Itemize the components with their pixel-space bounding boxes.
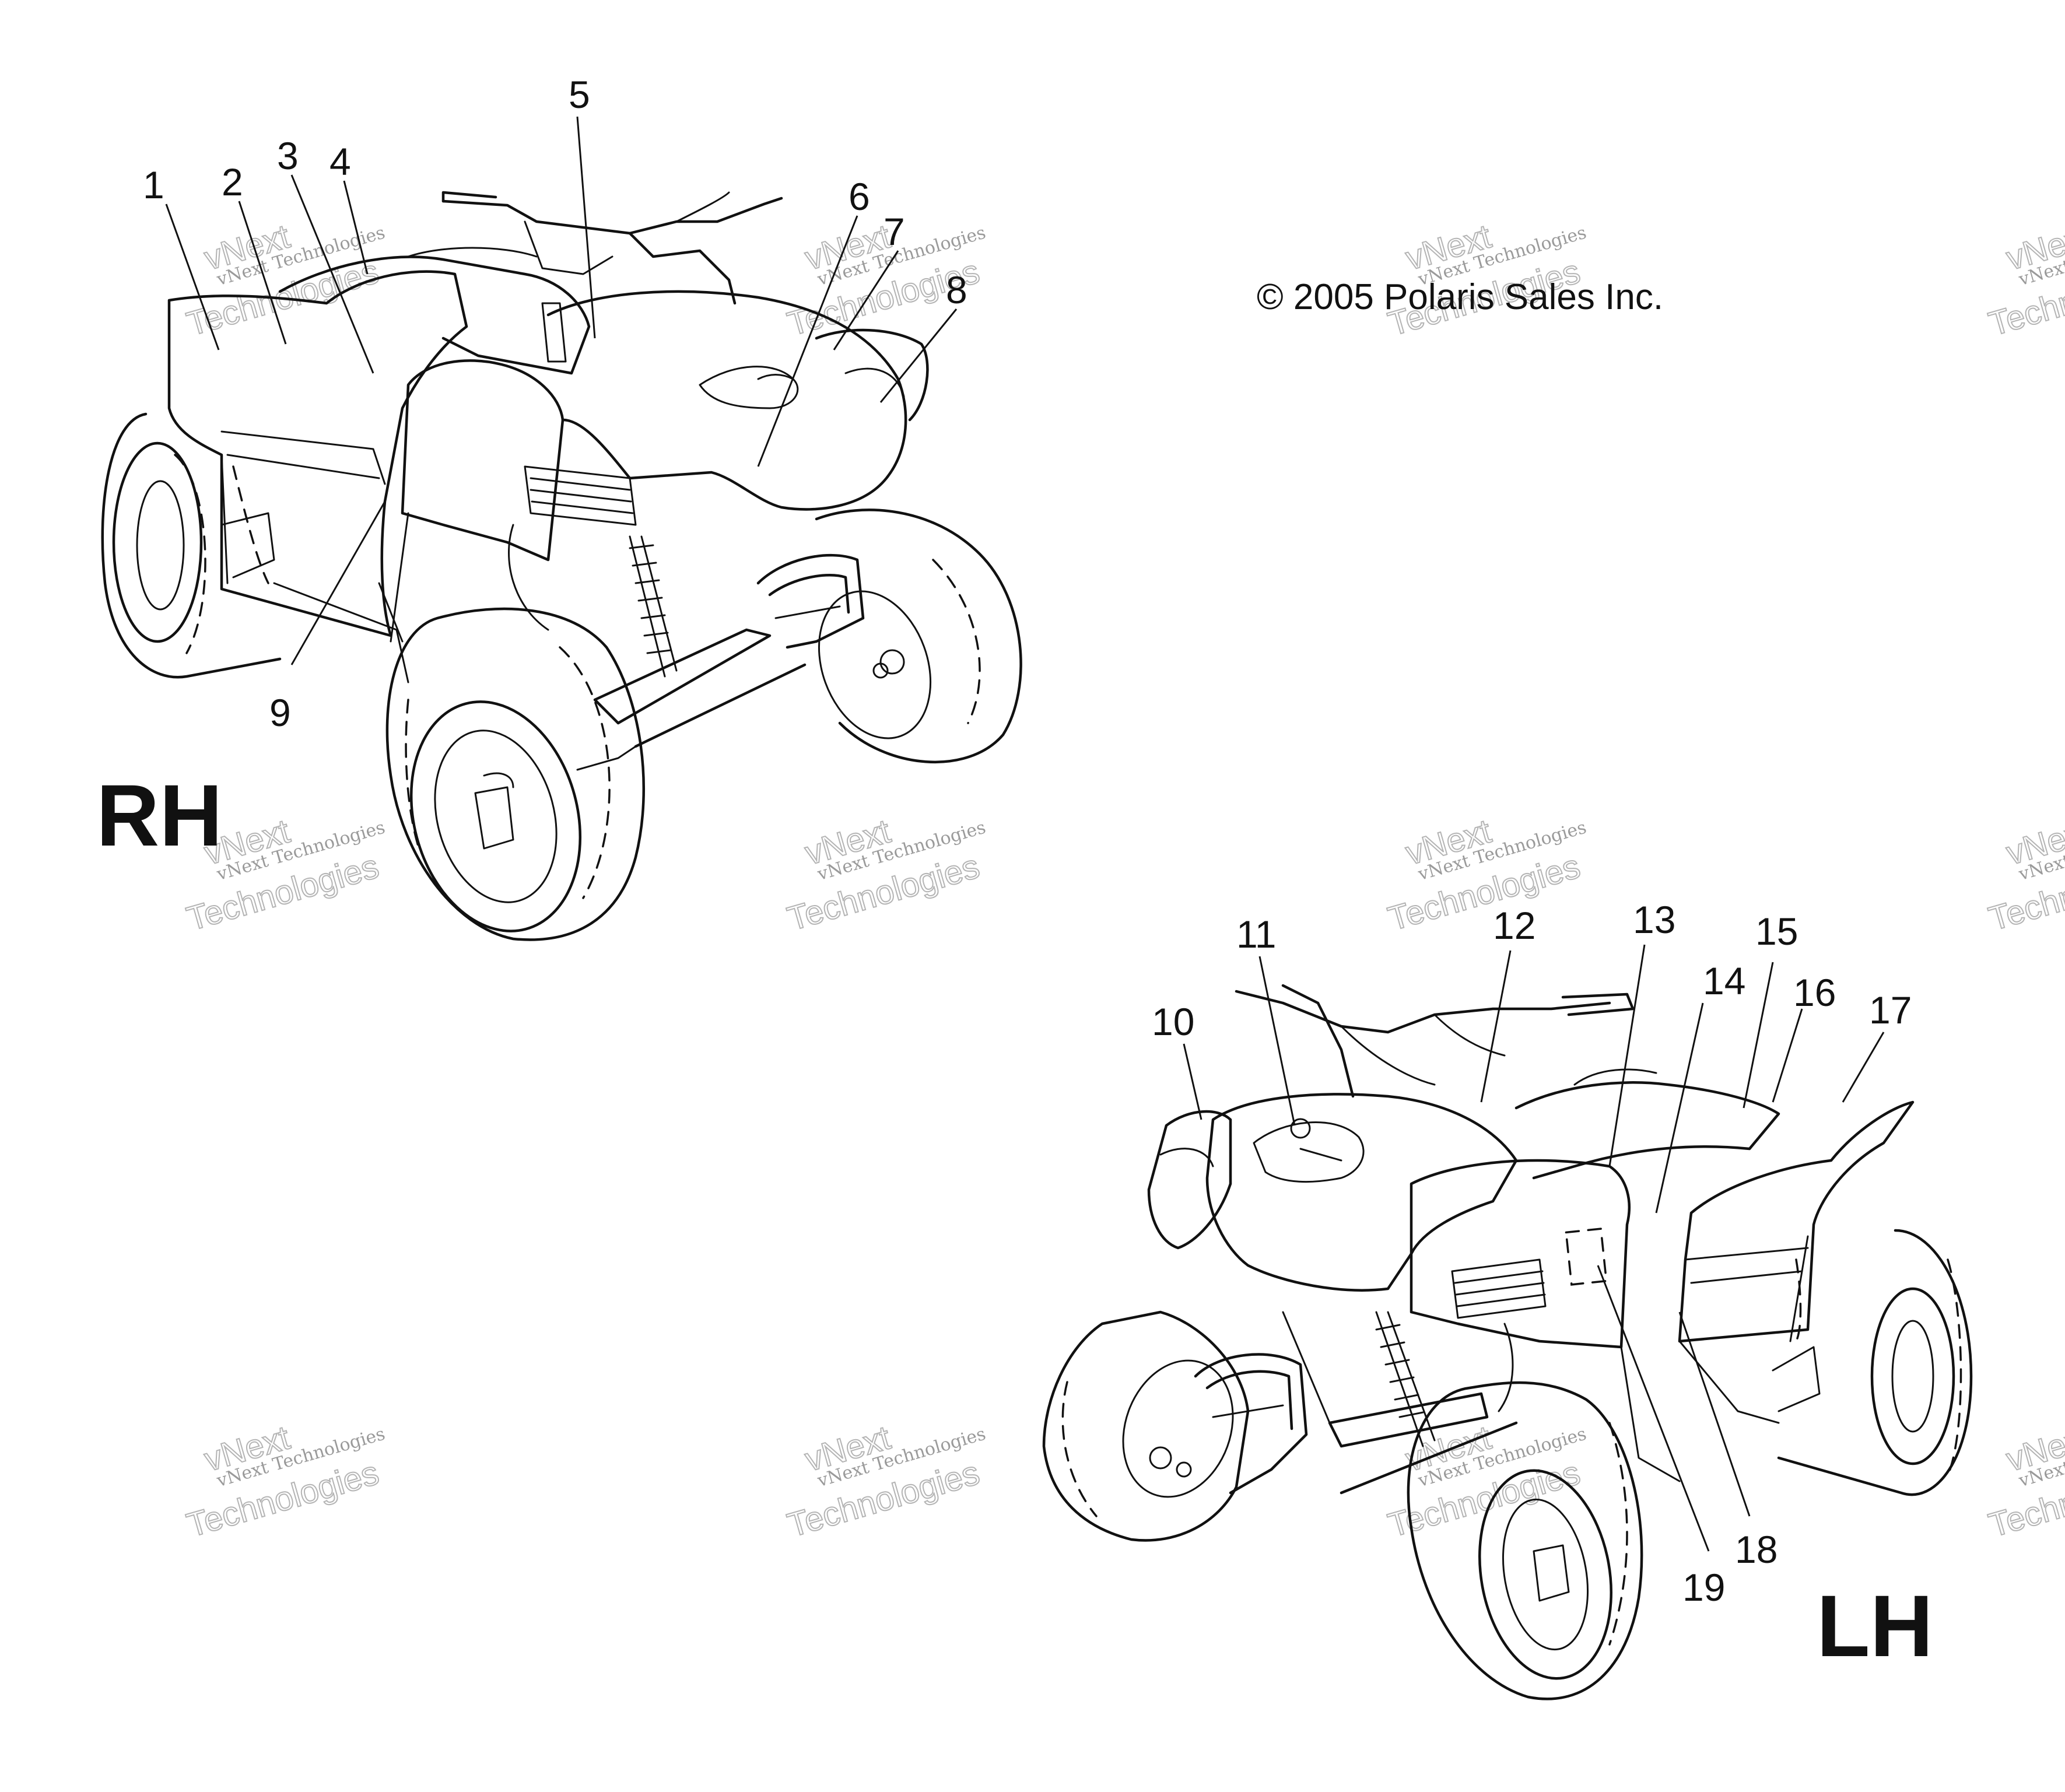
leader-19	[1597, 1265, 1710, 1552]
watermark: vNext vNext Technologies Technologies	[783, 812, 988, 939]
engine	[508, 465, 637, 631]
callout-14: 14	[1703, 959, 1745, 1002]
callout-2: 2	[222, 160, 243, 204]
callout-9: 9	[269, 691, 291, 734]
lh-hood	[1147, 1093, 1518, 1292]
front-bumper	[756, 553, 865, 649]
lh-rear-wheel	[1777, 1229, 1973, 1496]
atv-right-view	[101, 191, 1022, 941]
leader-6	[757, 215, 858, 467]
callout-4: 4	[329, 140, 351, 183]
callout-12: 12	[1493, 904, 1535, 947]
leader-12	[1480, 950, 1512, 1103]
callout-5: 5	[569, 73, 590, 116]
leader-7	[833, 250, 899, 350]
watermark: vNext vNext Technologies Technologies	[1383, 812, 1589, 939]
lh-suspension	[1282, 1311, 1518, 1495]
leader-9	[290, 501, 386, 665]
leader-10	[1183, 1043, 1202, 1120]
callout-labels: 1 2 3 4 5 6 7 8 9 10 11 12 13 14 15 16 1…	[143, 73, 1912, 1609]
lh-seat	[1514, 1068, 1780, 1180]
callout-13: 13	[1633, 898, 1675, 941]
leader-4	[343, 180, 369, 275]
leader-2	[238, 201, 287, 345]
leader-18	[1678, 1311, 1751, 1517]
front-hood	[546, 290, 929, 511]
callout-8: 8	[946, 268, 967, 311]
callout-11: 11	[1236, 913, 1277, 956]
lh-rear-fender	[1678, 1100, 1915, 1424]
callout-3: 3	[277, 134, 299, 177]
leader-15	[1743, 962, 1774, 1109]
front-far-wheel	[815, 509, 1022, 763]
callout-16: 16	[1793, 971, 1836, 1014]
leader-5	[576, 116, 596, 339]
leader-13	[1608, 944, 1646, 1167]
watermark: vNext vNext Technologies Technologies	[783, 1418, 988, 1545]
leader-16	[1772, 1008, 1803, 1103]
watermark: vNext vNext Technologies Technologies	[1383, 217, 1589, 344]
rear-wheel	[101, 412, 282, 679]
lh-handlebar	[1235, 984, 1635, 1098]
callout-18: 18	[1735, 1528, 1777, 1571]
callout-10: 10	[1152, 1000, 1194, 1043]
lh-engine	[1451, 1258, 1547, 1412]
callout-6: 6	[849, 175, 870, 218]
lh-front-main-wheel	[1407, 1381, 1643, 1700]
atv-left-view	[1042, 984, 1973, 1700]
leader-3	[290, 174, 374, 374]
callout-17: 17	[1869, 988, 1912, 1032]
callout-7: 7	[884, 210, 905, 253]
leader-14	[1655, 1002, 1704, 1214]
callout-1: 1	[143, 163, 164, 206]
watermark: vNext vNext Technologies Technologies	[182, 217, 387, 344]
leader-lines	[165, 116, 1885, 1552]
view-label-rh: RH	[96, 766, 223, 864]
watermark: vNext vNext Technologies Technologies	[1984, 217, 2065, 344]
lh-front-bumper	[1194, 1353, 1308, 1495]
front-near-wheel	[385, 607, 646, 941]
watermark: vNext vNext Technologies Technologies	[182, 1418, 387, 1545]
view-label-lh: LH	[1817, 1577, 1933, 1675]
lh-front-near-wheel	[1042, 1310, 1250, 1542]
watermark: vNext vNext Technologies Technologies	[1984, 812, 2065, 939]
rear-fender	[167, 270, 468, 637]
copyright-notice: © 2005 Polaris Sales Inc.	[1257, 277, 1663, 317]
front-suspension	[593, 535, 807, 748]
leader-8	[879, 308, 958, 403]
leader-11	[1258, 956, 1296, 1126]
watermark-layer: vNext vNext Technologies Technologies vN…	[182, 217, 2065, 1545]
handlebar	[441, 191, 783, 363]
frame	[273, 582, 637, 771]
callout-15: 15	[1755, 910, 1798, 953]
leader-17	[1842, 1032, 1885, 1103]
leader-1	[165, 204, 220, 350]
lh-side-panel	[1410, 1159, 1681, 1482]
seat	[278, 247, 591, 375]
watermark: vNext vNext Technologies Technologies	[1984, 1418, 2065, 1545]
callout-19: 19	[1682, 1566, 1725, 1609]
